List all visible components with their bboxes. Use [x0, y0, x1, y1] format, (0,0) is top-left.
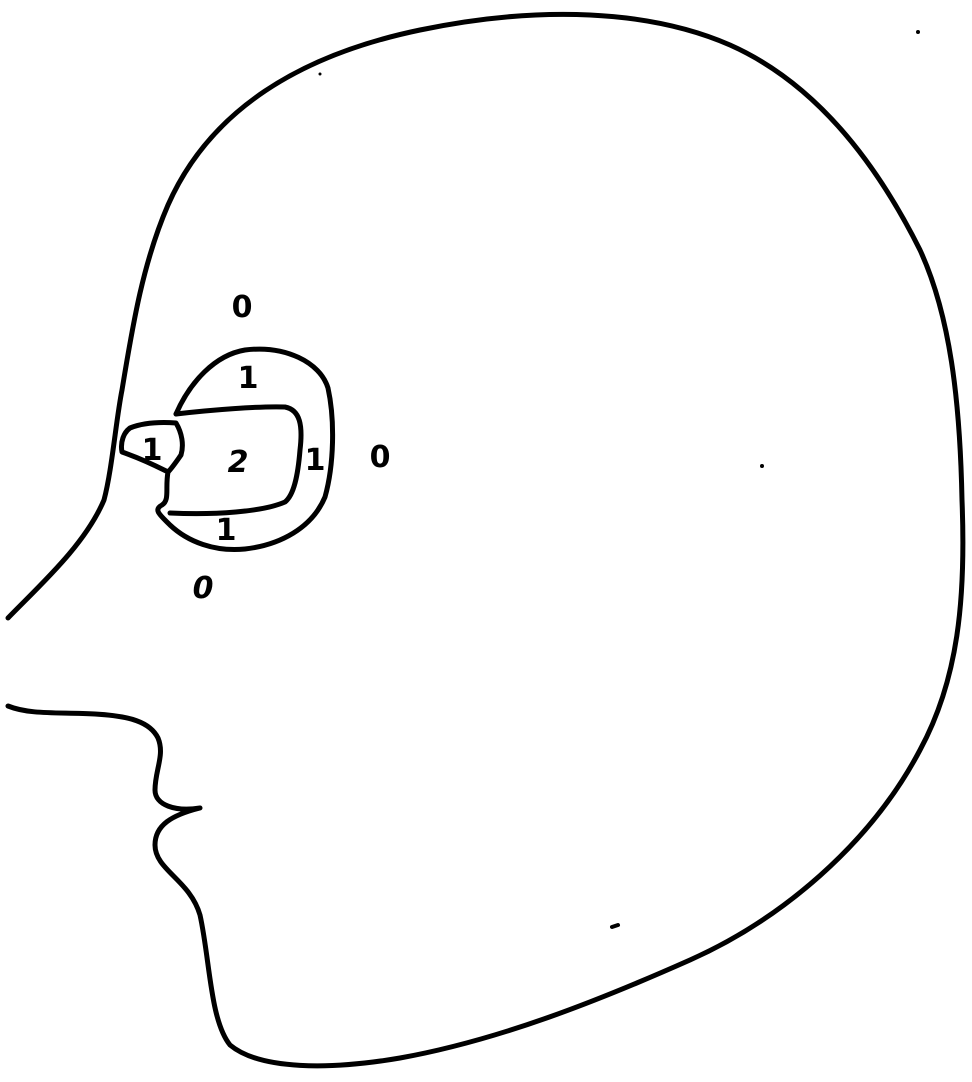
label-middle-left-tab: 1	[142, 433, 163, 468]
speck-top-right	[916, 30, 920, 34]
label-middle-top: 1	[238, 361, 259, 396]
label-outer-right: 0	[370, 440, 391, 475]
label-middle-right: 1	[305, 443, 326, 478]
speck-top-center	[319, 73, 322, 76]
label-outer-top: 0	[232, 290, 253, 325]
label-middle-bottom: 1	[216, 513, 237, 548]
head-outline	[8, 14, 963, 1065]
label-inner-center: 2	[228, 445, 249, 480]
speck-bottom	[612, 925, 618, 927]
label-outer-bottom: 0	[193, 571, 214, 606]
speck-right	[760, 464, 764, 468]
